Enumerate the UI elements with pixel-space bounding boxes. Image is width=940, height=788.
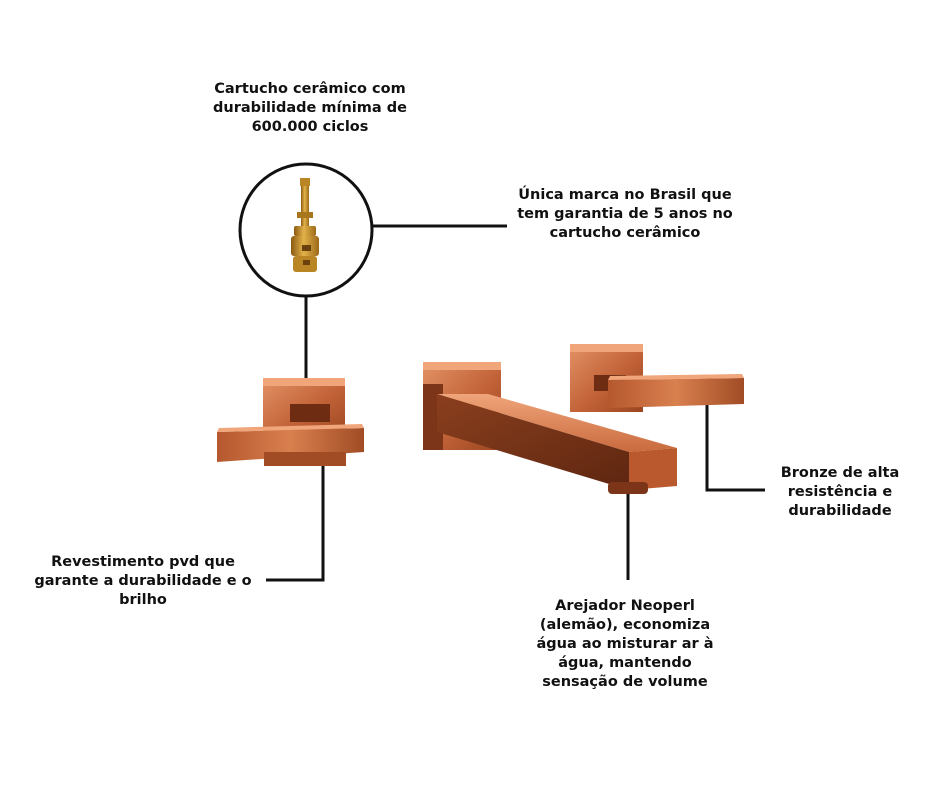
line-revestimento [266,462,325,582]
spout-bar [437,394,677,494]
label-line: tem garantia de 5 anos no [517,206,733,222]
label-line: 600.000 ciclos [251,119,369,135]
right-handle [570,344,744,412]
label-line: Cartucho cerâmico com [214,81,406,97]
label-line: resistência e [787,484,893,500]
label-bronze: Bronze de alta resistência e durabilidad… [760,464,920,521]
ceramic-cartridge-icon [291,178,319,272]
label-unica-marca: Única marca no Brasil que tem garantia d… [495,186,755,243]
label-line: água ao misturar ar à [536,636,714,652]
label-line: garante a durabilidade e o [34,573,252,589]
label-line: brilho [119,592,167,608]
label-line: cartucho cerâmico [549,225,701,241]
label-cartucho-ceramico: Cartucho cerâmico com durabilidade mínim… [190,80,430,137]
label-revestimento-pvd: Revestimento pvd que garante a durabilid… [18,553,268,610]
label-line: Única marca no Brasil que [518,187,732,203]
label-line: sensação de volume [542,674,708,690]
cartridge-zoom-circle [238,162,374,298]
label-line: durabilidade [788,503,892,519]
label-arejador-neoperl: Arejador Neoperl (alemão), economiza águ… [520,597,730,692]
label-line: água, mantendo [558,655,692,671]
label-line: Revestimento pvd que [51,554,235,570]
label-line: Arejador Neoperl [555,598,695,614]
label-line: (alemão), economiza [539,617,711,633]
left-handle [217,378,364,466]
label-line: Bronze de alta [780,465,900,481]
label-line: durabilidade mínima de [213,100,407,116]
line-bronze [705,394,765,492]
